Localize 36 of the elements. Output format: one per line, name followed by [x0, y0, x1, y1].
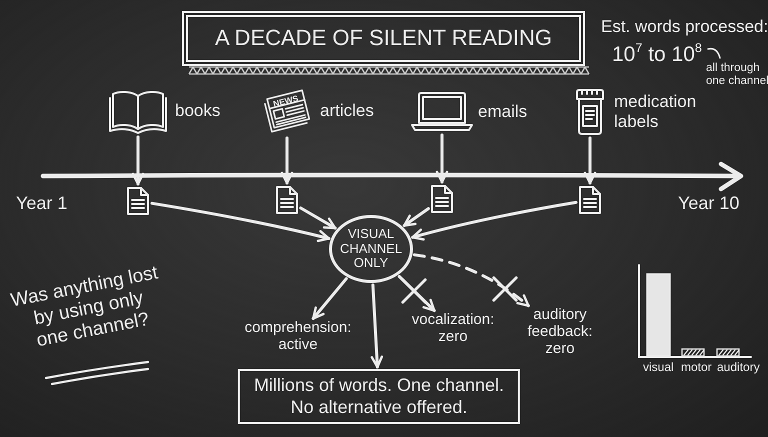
dashed-arrow	[412, 253, 530, 308]
source-label: emails	[478, 102, 528, 122]
source-label: medication labels	[614, 92, 696, 132]
document-icon	[430, 184, 454, 214]
outcome-label: comprehension: active	[244, 320, 352, 354]
masthead-text: NEWS	[272, 94, 300, 108]
arrow	[398, 275, 436, 312]
outcome-label: auditory feedback: zero	[527, 307, 593, 358]
arrow	[299, 206, 337, 230]
arrow	[312, 277, 348, 320]
channel-circle: VISUAL CHANNEL ONLY	[329, 215, 413, 283]
arrow	[132, 136, 144, 186]
arrow	[150, 202, 330, 242]
source-label: books	[175, 101, 220, 121]
document-icon	[578, 185, 602, 215]
arrow	[280, 136, 294, 184]
arrow	[370, 284, 384, 368]
question-text: Was anything lost by using only one channel?	[9, 262, 161, 353]
arrow	[584, 136, 596, 184]
stat-note: all through one channel	[706, 62, 768, 88]
stat-value: 10$^{7}$ to 10$^{8}$	[612, 44, 702, 65]
summary-box: Millions of words. One channel. No alternative offered.	[238, 369, 520, 424]
outcome-label: vocalization: zero	[412, 312, 494, 346]
arrow	[436, 134, 448, 184]
title-banner: A DECADE OF SILENT READING	[182, 11, 585, 66]
document-icon	[126, 186, 150, 216]
timeline-label: Year 1	[16, 193, 68, 214]
document-icon	[275, 185, 299, 215]
stat-heading: Est. words processed:	[601, 17, 768, 37]
category-label: visual	[643, 361, 674, 375]
timeline-label: Year 10	[678, 193, 740, 214]
arrow	[411, 200, 578, 241]
category-label: auditory	[717, 361, 760, 375]
category-label: motor	[681, 361, 712, 375]
arrow	[402, 207, 430, 227]
source-label: articles	[320, 101, 374, 121]
